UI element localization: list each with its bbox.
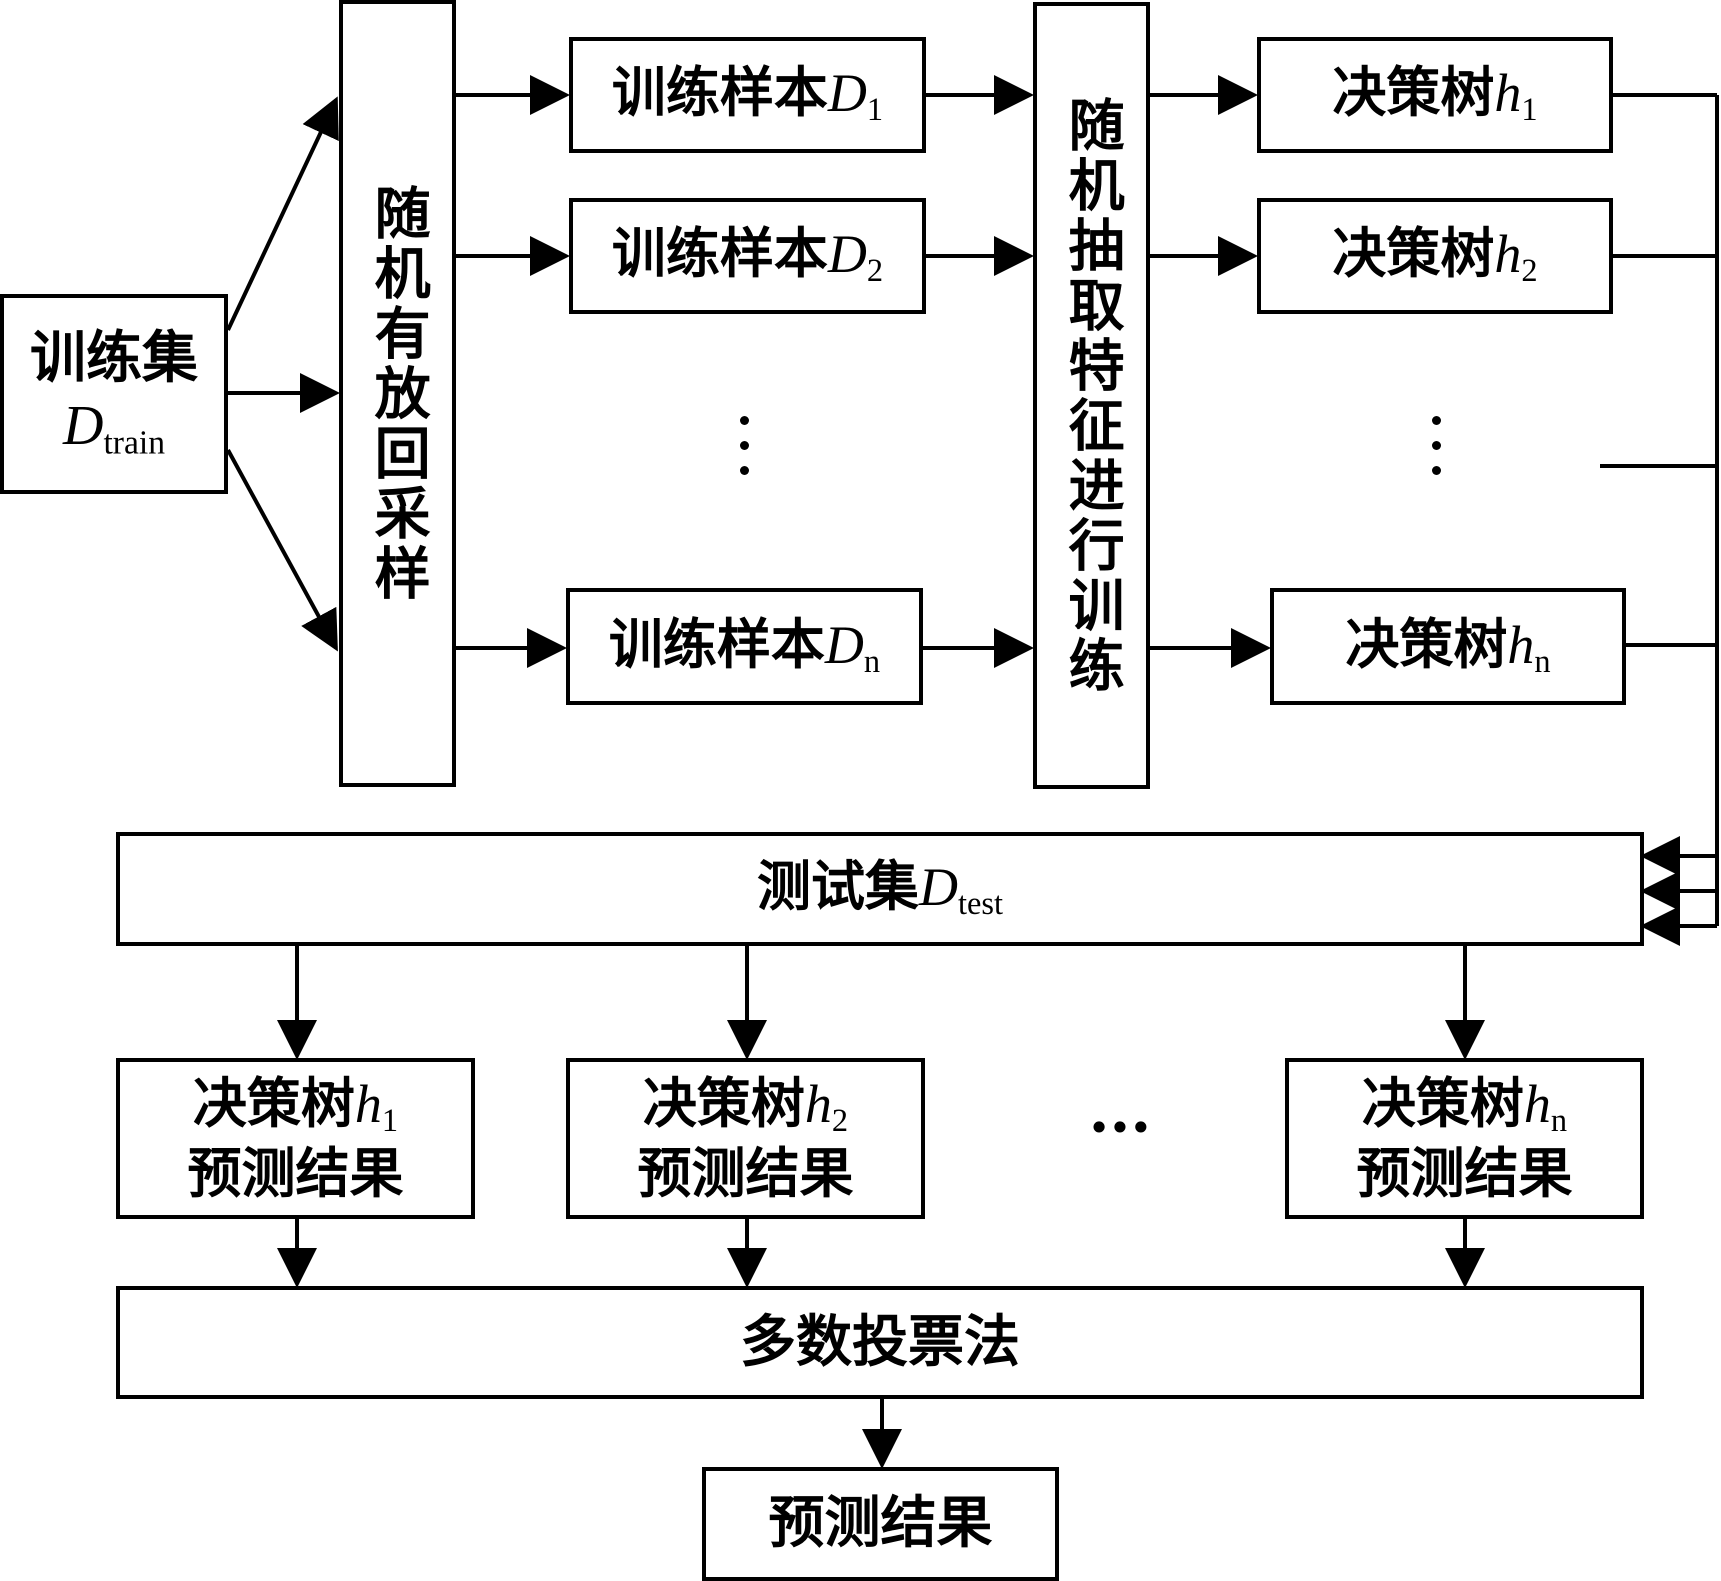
prediction-2-result: 预测结果	[637, 1141, 854, 1206]
tree-n-symbol: h	[1507, 614, 1535, 675]
bootstrap-sampling-box: 随机有放回采样	[339, 0, 456, 787]
sample-1-symbol: D	[827, 63, 867, 124]
tree-1-subscript: 1	[1521, 92, 1538, 129]
prediction-2-subscript: 2	[831, 1103, 849, 1140]
prediction-box-1: 决策树h1 预测结果	[116, 1058, 475, 1219]
test-set-symbol: D	[919, 857, 958, 918]
final-result-label: 预测结果	[768, 1490, 993, 1557]
tree-box-2: 决策树h2	[1257, 198, 1613, 314]
feature-selection-label: 随机抽取特征进行训练	[1059, 95, 1126, 696]
predictions-horizontal-ellipsis: ···	[1088, 1093, 1152, 1163]
prediction-n-result: 预测结果	[1356, 1141, 1573, 1206]
tree-n-label: 决策树	[1345, 611, 1508, 676]
samples-vertical-ellipsis	[734, 408, 754, 483]
sample-box-2: 训练样本D2	[569, 198, 926, 314]
majority-vote-label: 多数投票法	[740, 1308, 1020, 1375]
prediction-box-2: 决策树h2 预测结果	[566, 1058, 925, 1219]
tree-n-subscript: n	[1534, 643, 1551, 680]
test-set-subscript: test	[958, 886, 1003, 923]
prediction-1-label: 决策树	[192, 1071, 355, 1136]
sample-2-subscript: 2	[866, 253, 884, 290]
prediction-2-symbol: h	[804, 1074, 832, 1135]
train-set-box: 训练集 Dtrain	[0, 294, 228, 494]
prediction-box-n: 决策树hn 预测结果	[1285, 1058, 1644, 1219]
tree-2-symbol: h	[1494, 224, 1522, 285]
tree-2-subscript: 2	[1521, 253, 1538, 290]
prediction-n-subscript: n	[1550, 1103, 1568, 1140]
sample-n-subscript: n	[863, 643, 881, 680]
sample-2-symbol: D	[827, 224, 867, 285]
trees-vertical-ellipsis	[1426, 408, 1446, 483]
sample-n-symbol: D	[824, 614, 864, 675]
prediction-2-label: 决策树	[642, 1071, 805, 1136]
prediction-1-symbol: h	[354, 1074, 382, 1135]
tree-box-1: 决策树h1	[1257, 37, 1613, 153]
feature-selection-box: 随机抽取特征进行训练	[1033, 2, 1150, 789]
sample-1-subscript: 1	[866, 92, 884, 129]
prediction-1-subscript: 1	[381, 1103, 399, 1140]
sample-1-label: 训练样本	[611, 60, 828, 125]
final-result-box: 预测结果	[702, 1467, 1059, 1581]
test-set-box: 测试集Dtest	[116, 832, 1644, 946]
prediction-n-symbol: h	[1523, 1074, 1551, 1135]
train-set-label: 训练集	[30, 324, 198, 391]
tree-1-label: 决策树	[1332, 60, 1495, 125]
sample-2-label: 训练样本	[611, 221, 828, 286]
tree-box-n: 决策树hn	[1270, 588, 1626, 705]
bootstrap-sampling-label: 随机有放回采样	[365, 183, 432, 604]
sample-box-1: 训练样本D1	[569, 37, 926, 153]
arrow-train-to-sampler-top	[226, 96, 339, 331]
arrow-train-to-sampler-bottom	[226, 449, 338, 652]
sample-n-label: 训练样本	[608, 611, 825, 676]
prediction-1-result: 预测结果	[187, 1141, 404, 1206]
tree-1-symbol: h	[1494, 63, 1522, 124]
prediction-n-label: 决策树	[1361, 1071, 1524, 1136]
majority-vote-box: 多数投票法	[116, 1286, 1644, 1399]
train-set-subscript: train	[103, 424, 165, 462]
sample-box-n: 训练样本Dn	[566, 588, 923, 705]
test-set-label: 测试集	[757, 854, 919, 919]
tree-2-label: 决策树	[1332, 221, 1495, 286]
train-set-symbol: D	[63, 394, 104, 457]
